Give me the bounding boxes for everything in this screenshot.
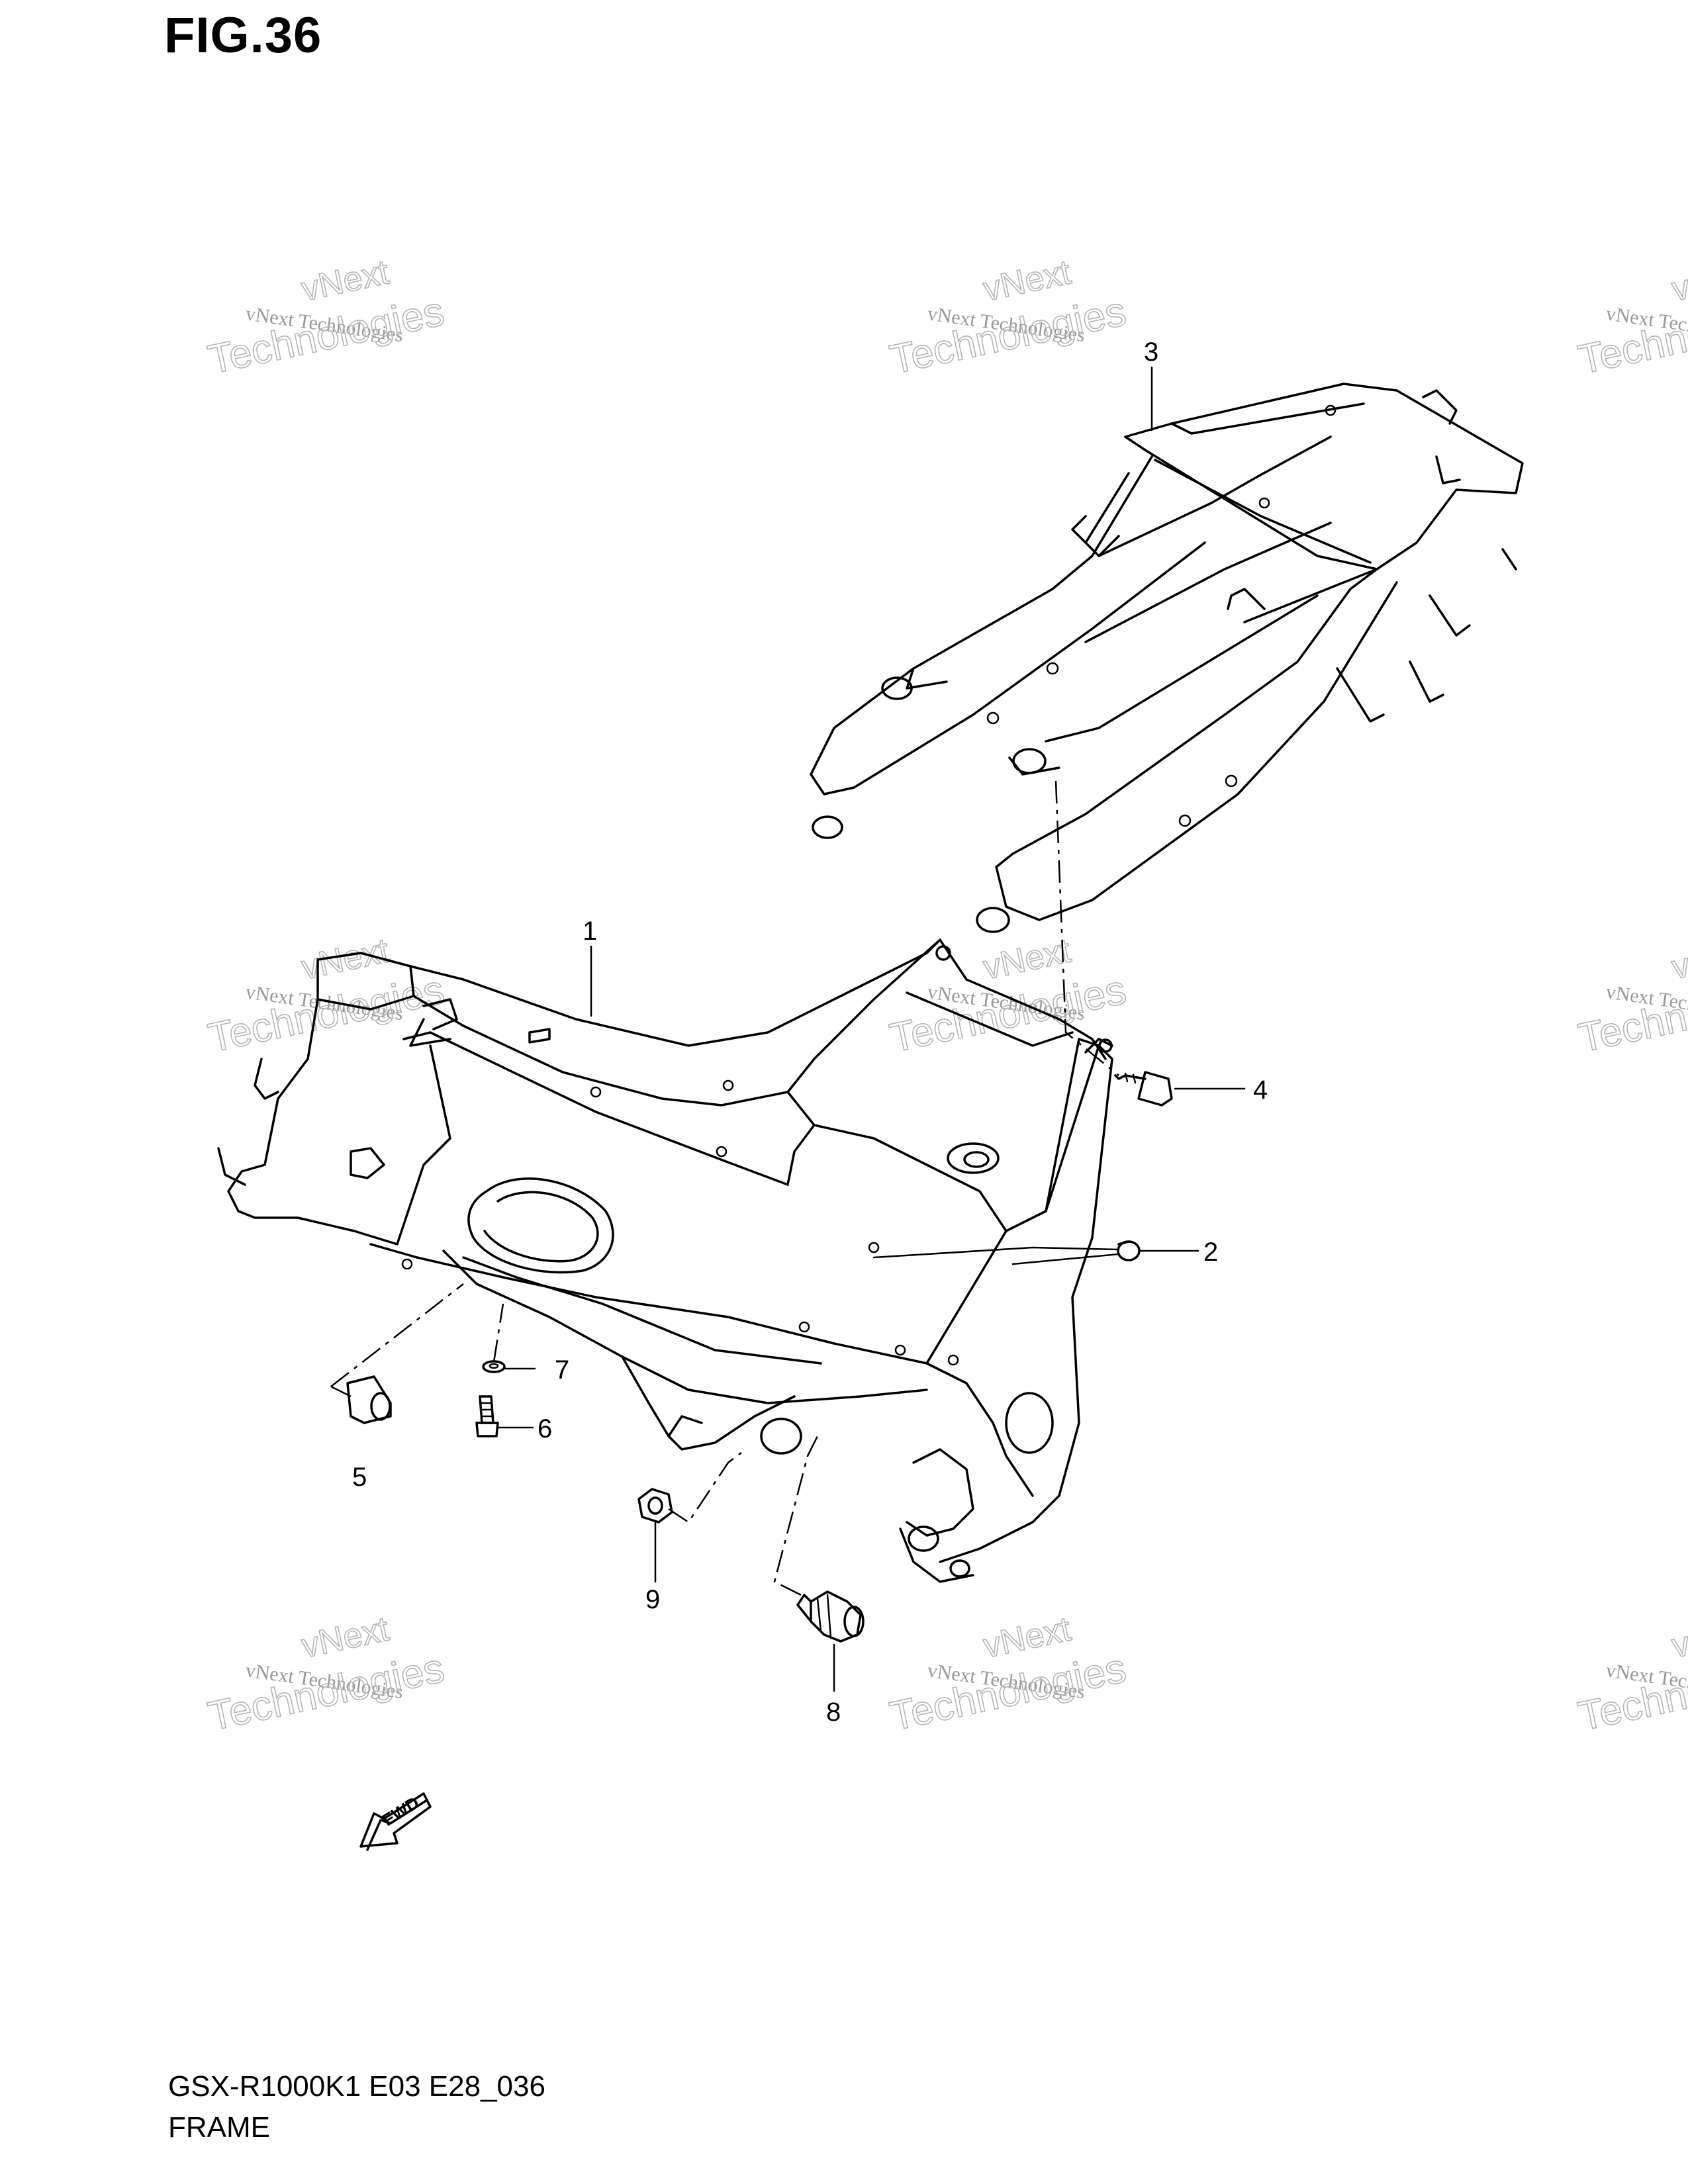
figure-title: FIG.36 [164,7,322,64]
callout-8: 8 [826,1698,841,1727]
bolt-part-4 [1114,1071,1173,1107]
watermark-top-center: vNext vNext Technologies Technologies [886,252,1131,383]
leader-lines [330,366,1246,1692]
watermark-bottom-left: vNext vNext Technologies Technologies [204,1609,449,1740]
watermark-top-word: vNext [298,1610,393,1665]
watermark-top-left: vNext vNext Technologies Technologies [204,252,449,383]
watermark-top-word: vNext [298,253,393,308]
callout-1: 1 [583,917,597,946]
washer-part-7 [482,1360,506,1373]
callout-labels: 1 2 3 4 5 6 7 8 9 [352,338,1268,1727]
watermark-bottom-right: vNext vNext Technologies Technologies [1574,1609,1688,1740]
watermark-big-word: Technologies [1575,1645,1688,1740]
watermark-top-word: vNext [980,253,1074,308]
callout-4: 4 [1253,1075,1268,1105]
grommet-part-8 [796,1590,865,1643]
callout-3: 3 [1144,338,1158,367]
watermark-mid-right: vNext vNext Technologies Technologies [1574,931,1688,1062]
collar-part-5 [346,1375,392,1424]
callout-7: 7 [555,1355,569,1385]
callout-9: 9 [645,1585,660,1614]
callout-2: 2 [1203,1238,1218,1267]
watermark-top-word: vNext [1668,1610,1688,1665]
screw-part-6 [475,1395,499,1437]
callout-5: 5 [352,1463,367,1492]
watermark-big-word: Technologies [1575,289,1688,383]
watermark-top-word: vNext [1668,931,1688,987]
watermarks: vNext vNext Technologies Technologies vN… [204,252,1688,1740]
watermark-bottom-center: vNext vNext Technologies Technologies [886,1609,1131,1740]
watermark-top-word: vNext [298,931,393,987]
watermark-big-word: Technologies [1575,967,1688,1062]
footer-part-code: GSX-R1000K1 E03 E28_036 [168,2070,545,2103]
watermark-top-word: vNext [980,931,1074,987]
callout-6: 6 [538,1414,552,1443]
watermark-top-word: vNext [1668,253,1688,308]
main-frame-part-1 [217,938,1113,1583]
footer-section-name: FRAME [168,2111,270,2144]
plug-part-2 [1117,1240,1141,1261]
seat-rail-part-3 [810,383,1524,933]
watermark-top-right: vNext vNext Technologies Technologies [1574,252,1688,383]
nut-part-9 [637,1488,673,1524]
watermark-top-word: vNext [980,1610,1074,1665]
fwd-arrow: FWD [359,1792,432,1851]
